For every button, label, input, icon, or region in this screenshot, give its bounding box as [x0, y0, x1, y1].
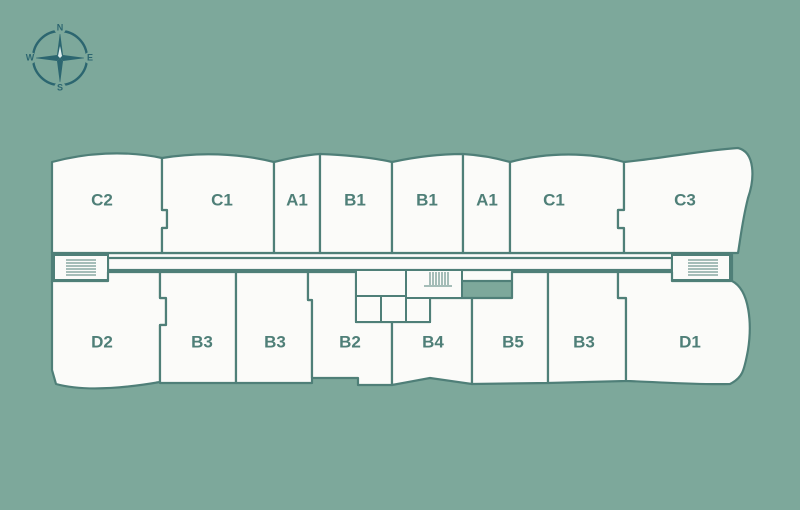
- core-room: [405, 297, 431, 323]
- unit-c1-north-west[interactable]: [160, 153, 276, 255]
- unit-b1-north-west[interactable]: [318, 152, 394, 255]
- compass-south-label: S: [57, 82, 63, 92]
- central-stairwell: [405, 269, 463, 299]
- unit-d1-south[interactable]: [616, 270, 751, 386]
- unit-b3-south-2[interactable]: [234, 270, 314, 385]
- compass-rose-icon: N S E W: [24, 22, 96, 94]
- compass-west-label: W: [26, 52, 35, 62]
- unit-d2-south[interactable]: [50, 270, 168, 390]
- unit-b5-south[interactable]: [470, 270, 550, 386]
- compass-needle-south: [57, 58, 63, 84]
- central-stair-treads: [424, 272, 452, 287]
- unit-b3-south-1[interactable]: [158, 270, 238, 385]
- compass-n-bg: [54, 22, 66, 34]
- compass-needle-north: [57, 32, 63, 58]
- unit-c1-north-east[interactable]: [508, 153, 626, 255]
- compass-s-bg: [54, 82, 66, 94]
- central-core: [355, 269, 463, 323]
- unit-a1-north-west[interactable]: [272, 152, 322, 255]
- compass-highlight: [58, 46, 62, 58]
- compass-needle-west: [34, 55, 60, 61]
- compass-w-bg: [24, 52, 36, 64]
- unit-b1-north-east[interactable]: [390, 152, 465, 255]
- unit-a1-north-east[interactable]: [461, 152, 512, 255]
- compass-north-label: N: [57, 22, 64, 32]
- unit-c2-north[interactable]: [50, 152, 169, 255]
- unit-b3-south-3[interactable]: [546, 270, 628, 385]
- west-stairwell: [53, 254, 109, 281]
- east-stairwell: [671, 254, 731, 281]
- compass-e-bg: [84, 52, 96, 64]
- compass-needle-east: [60, 55, 86, 61]
- compass-east-label: E: [87, 52, 93, 62]
- unit-c3-north[interactable]: [616, 146, 754, 255]
- corridor-hall: [106, 256, 674, 272]
